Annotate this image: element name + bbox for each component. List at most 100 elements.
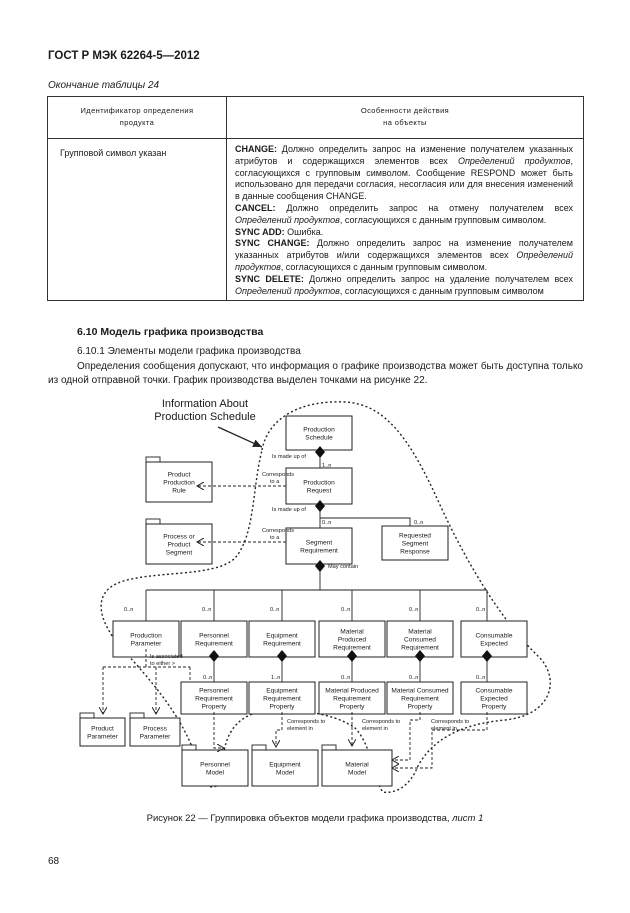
- box-label: Expected: [480, 695, 508, 702]
- box-label: Equipment: [266, 687, 298, 694]
- box-label: Property: [202, 703, 228, 710]
- box-label: Property: [270, 703, 296, 710]
- box-label: Personnel: [200, 761, 230, 768]
- figure-caption: Рисунок 22 — Группировка объектов модели…: [146, 813, 484, 824]
- column-header-actions: Особенности действия на объекты: [226, 96, 584, 139]
- label-corr-el-3a: Corresponds to: [431, 719, 469, 725]
- action-sync-add: SYNC ADD: Ошибка.: [235, 226, 324, 237]
- box-label: Production: [303, 479, 335, 486]
- box-frame: [386, 681, 454, 715]
- box-frame: [129, 717, 181, 747]
- label-corr-el-3b: element in: [431, 726, 457, 732]
- box-label: Requirement: [300, 547, 338, 554]
- label-corr-el-2a: Corresponds to: [362, 719, 400, 725]
- box-label: Requirement: [401, 644, 439, 651]
- label-corresponds-to-2b: to a: [270, 535, 280, 541]
- box-frame: [321, 749, 393, 787]
- callout-line2: Production Schedule: [154, 411, 256, 423]
- box-label: Personnel: [199, 687, 229, 694]
- page-number: 68: [48, 856, 60, 867]
- box-label: Requirement: [333, 644, 371, 651]
- diagram-boxes: ProductionScheduleProductProductionRuleP…: [79, 415, 528, 787]
- box-frame: [79, 717, 126, 747]
- box-label: Model: [276, 769, 294, 776]
- box-label: Segment: [166, 549, 193, 556]
- box-label: Parameter: [131, 640, 163, 647]
- callout-line1: Information About: [162, 398, 248, 410]
- label-corr-el-1b: element in: [287, 726, 313, 732]
- diagram-connectors: [103, 450, 488, 768]
- box-label: Production: [303, 426, 335, 433]
- box-label: Produced: [338, 636, 367, 643]
- box-label: Model: [348, 769, 366, 776]
- box-label: Parameter: [87, 733, 119, 740]
- package-tab: [181, 744, 197, 751]
- label-may-contain: May contain: [328, 564, 358, 570]
- label-mult-1n: 1..n: [322, 463, 331, 469]
- box-label: Requirement: [263, 640, 301, 647]
- label-mult-p1: 0..n: [203, 675, 212, 681]
- action-cancel: CANCEL: Должно определить запрос на отме…: [235, 202, 573, 225]
- box-label: Consumed: [404, 636, 436, 643]
- box-label: Expected: [480, 640, 508, 647]
- box-label: Consumable: [475, 632, 512, 639]
- package-tab: [145, 456, 161, 463]
- column-header-actions-line2: на объекты: [383, 118, 427, 127]
- box-frame: [381, 525, 449, 561]
- box-label: Equipment: [269, 761, 301, 768]
- specification-table: Идентификатор определения продукта Особе…: [47, 96, 584, 302]
- box-label: Requirement: [333, 695, 371, 702]
- label-associated-2: to either >: [150, 661, 175, 667]
- schedule-boundary-outline: [100, 401, 551, 793]
- label-corresponds-to-2a: Corresponds: [262, 528, 294, 534]
- column-header-actions-line1: Особенности действия: [360, 106, 450, 115]
- box-label: Parameter: [140, 733, 172, 740]
- label-is-made-up-of-2: Is made up of: [272, 507, 306, 513]
- table-caption: Окончание таблицы 24: [48, 80, 160, 91]
- box-label: Property: [482, 703, 508, 710]
- box-label: Requirement: [195, 695, 233, 702]
- label-mult-p4: 0..n: [409, 675, 418, 681]
- label-mult-ce: 0..n: [476, 607, 485, 613]
- box-label: Response: [400, 548, 430, 555]
- label-mult-p5: 0..n: [476, 675, 485, 681]
- label-corr-el-2b: element in: [362, 726, 388, 732]
- label-mult-0n-2: 0..n: [414, 520, 423, 526]
- box-label: Material: [340, 628, 364, 635]
- section-title: 6.10 Модель графика производства: [77, 326, 264, 338]
- action-change: CHANGE: Должно определить запрос на изме…: [235, 144, 573, 202]
- label-mult-0n-1: 0..n: [322, 520, 331, 526]
- package-tab: [321, 744, 337, 751]
- box-label: Material: [345, 761, 369, 768]
- aggregation-diamonds: [209, 446, 492, 662]
- column-header-identifier-line2: продукта: [119, 118, 155, 127]
- label-corr-el-1a: Corresponds to: [287, 719, 325, 725]
- subsection-title: 6.10.1 Элементы модели графика производс…: [77, 346, 301, 357]
- box-label: Schedule: [305, 434, 333, 441]
- box-label: Product: [168, 541, 191, 548]
- actions-cell: CHANGE: Должно определить запрос на изме…: [226, 137, 584, 302]
- label-mult-p3: 0..n: [341, 675, 350, 681]
- column-header-identifier-line1: Идентификатор определения: [80, 106, 194, 115]
- body-paragraph: Определения сообщения допускают, что инф…: [48, 361, 583, 386]
- box-label: Property: [408, 703, 434, 710]
- box-label: Material Produced: [325, 687, 379, 694]
- box-label: Production: [163, 479, 195, 486]
- box-frame: [460, 620, 528, 658]
- box-label: Property: [340, 703, 366, 710]
- package-tab: [79, 712, 95, 719]
